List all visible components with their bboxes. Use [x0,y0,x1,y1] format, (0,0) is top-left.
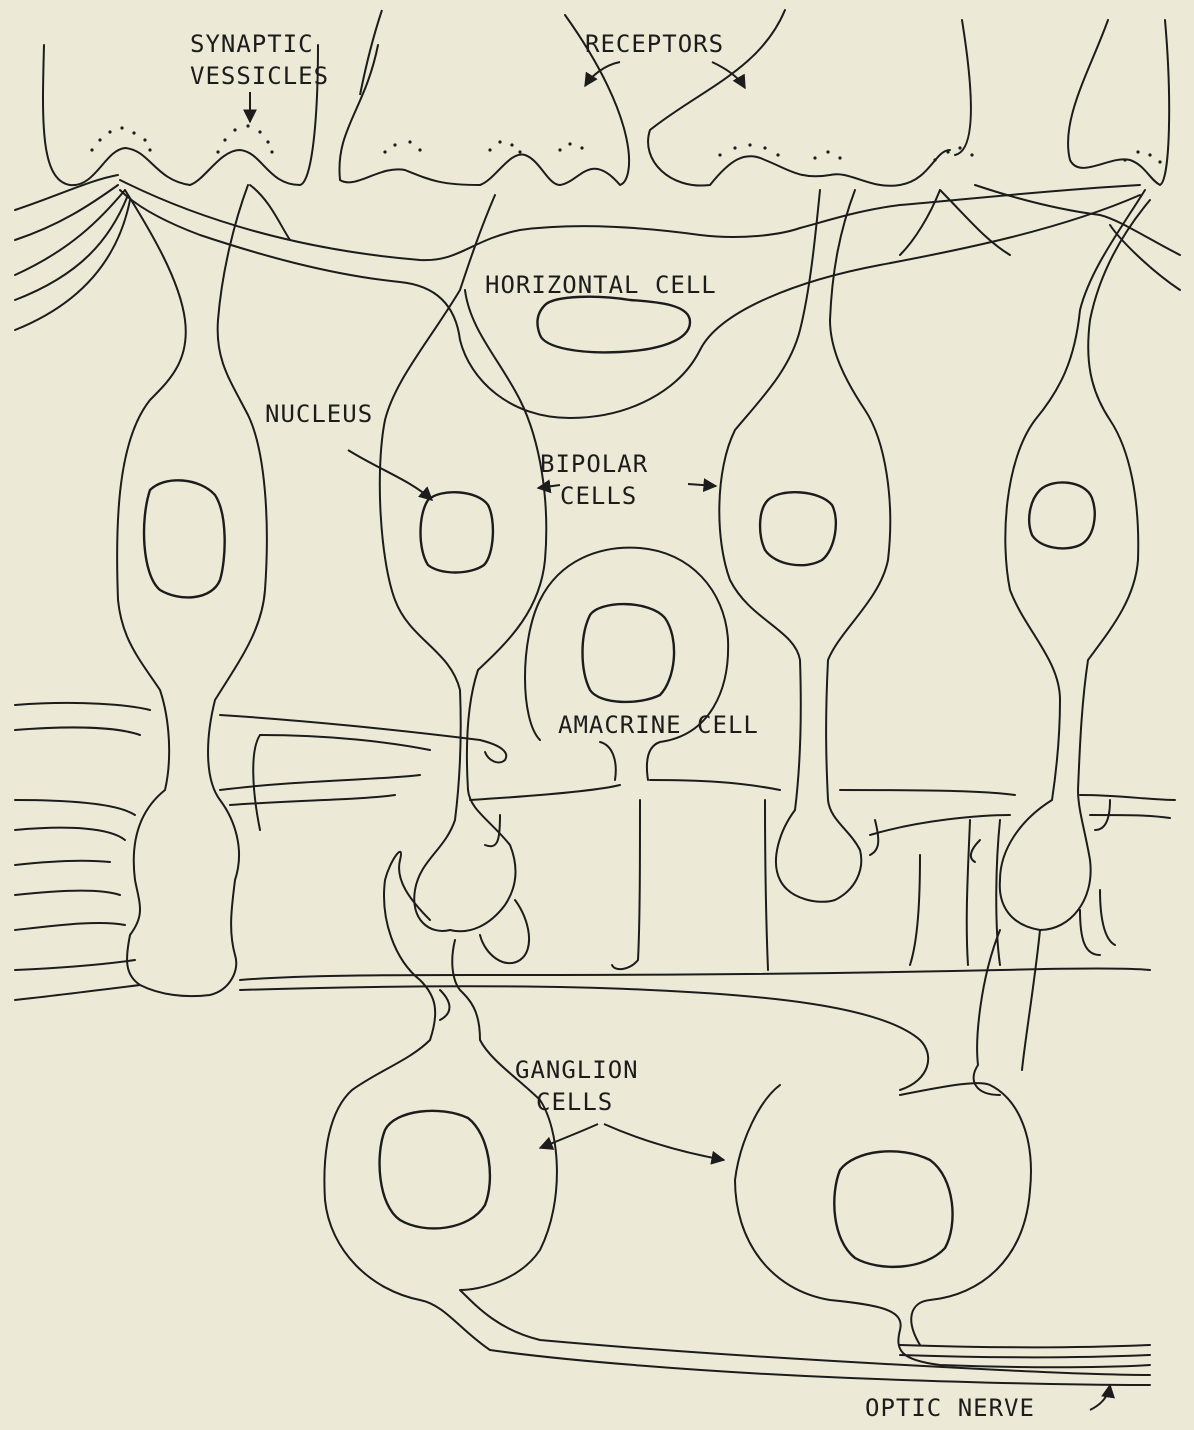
synaptic-vesicle-dots [90,124,1161,163]
label-ganglion-cells: CELLS [536,1088,613,1116]
optic-nerve-fibers [900,1345,1150,1357]
label-amacrine-cell: AMACRINE CELL [558,711,759,739]
label-optic-nerve: OPTIC NERVE [865,1394,1035,1422]
bipolar-cell-4 [1000,190,1150,930]
amacrine-cell [525,548,728,780]
label-bipolar-cells: CELLS [560,482,637,510]
label-arrows [250,10,1110,1410]
label-synaptic: SYNAPTIC [190,30,314,58]
horizontal-cell [120,180,1140,418]
nucleus-arrow [348,450,432,500]
ganglion-cell-1 [324,852,1150,1385]
bipolar-cell-1 [117,185,267,996]
label-nucleus: NUCLEUS [265,400,373,428]
ganglion-cell-2 [735,930,1150,1367]
label-receptors: RECEPTORS [585,30,724,58]
synaptic-vessicles-leader [360,10,382,95]
label-vessicles: VESSICLES [190,62,329,90]
label-horizontal-cell: HORIZONTAL CELL [485,271,717,299]
label-bipolar: BIPOLAR [540,450,648,478]
bipolar-cell-2 [380,195,546,931]
ganglion-arrow-right [604,1124,724,1160]
bipolar-cell-3 [719,190,890,902]
ganglion-arrow-left [540,1124,598,1148]
label-ganglion: GANGLION [515,1056,639,1084]
bipolar-arrow-right [688,484,716,486]
bipolar-arrow-left [538,485,560,488]
optic-nerve-arrow [1090,1385,1110,1410]
